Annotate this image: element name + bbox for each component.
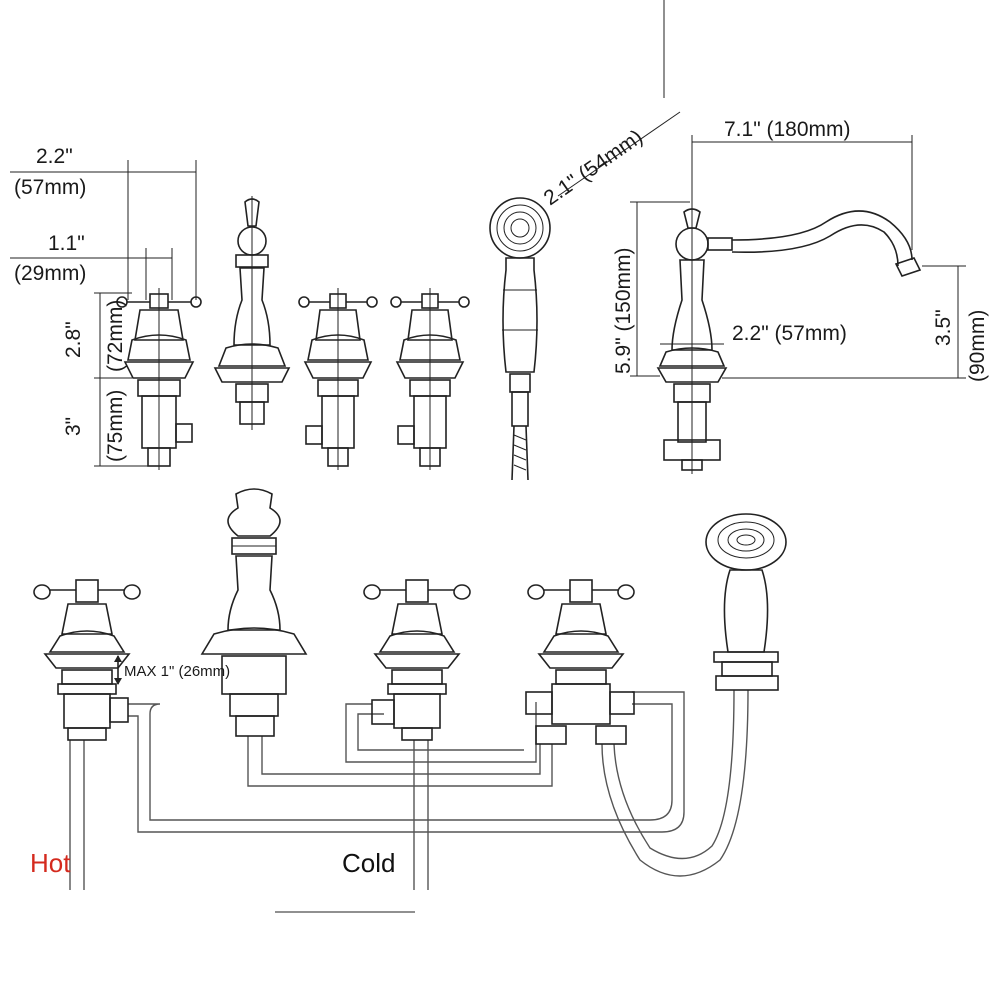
dim-height-3-in: 3" (62, 417, 85, 436)
dim-height-3-mm: (75mm) (104, 390, 127, 462)
hand-shower-fixture (705, 513, 787, 691)
deck-thickness-marker (114, 655, 122, 685)
valve-drawing-right (390, 288, 470, 470)
dim-width-1-1-in: 1.1" (48, 232, 85, 255)
dim-height-2-8-mm: (72mm) (104, 300, 127, 372)
dimension-lines (10, 0, 966, 467)
dim-height-2-8-in: 2.8" (62, 321, 85, 358)
hot-valve-fixture (33, 579, 141, 741)
diverter-fixture (200, 488, 308, 737)
hot-label: Hot (30, 848, 71, 878)
dim-shower-head-diameter: 2.1" (54mm) (540, 125, 647, 210)
dim-width-2-2-in: 2.2" (36, 145, 73, 168)
valve-drawing-center (298, 288, 378, 470)
spout-drawing (656, 200, 922, 474)
diverter-drawing (213, 196, 291, 430)
dim-width-1-1-mm: (29mm) (14, 262, 86, 285)
mixing-valve-fixture (525, 579, 635, 745)
dim-width-2-2-mm: (57mm) (14, 176, 86, 199)
valve-drawing-left (116, 288, 202, 470)
dim-spout-height: 5.9" (150mm) (612, 248, 635, 375)
dim-spout-drop-mm: (90mm) (966, 310, 989, 382)
supply-pipes (69, 689, 749, 890)
dim-spout-base-width: 2.2" (57mm) (732, 322, 847, 345)
dim-spout-drop-in: 3.5" (932, 309, 955, 346)
dim-spout-reach: 7.1" (180mm) (724, 118, 851, 141)
cold-valve-fixture (363, 579, 471, 741)
hand-shower-drawing (489, 197, 551, 481)
max-deck-thickness-label: MAX 1" (26mm) (124, 663, 230, 680)
cold-label: Cold (342, 848, 395, 878)
